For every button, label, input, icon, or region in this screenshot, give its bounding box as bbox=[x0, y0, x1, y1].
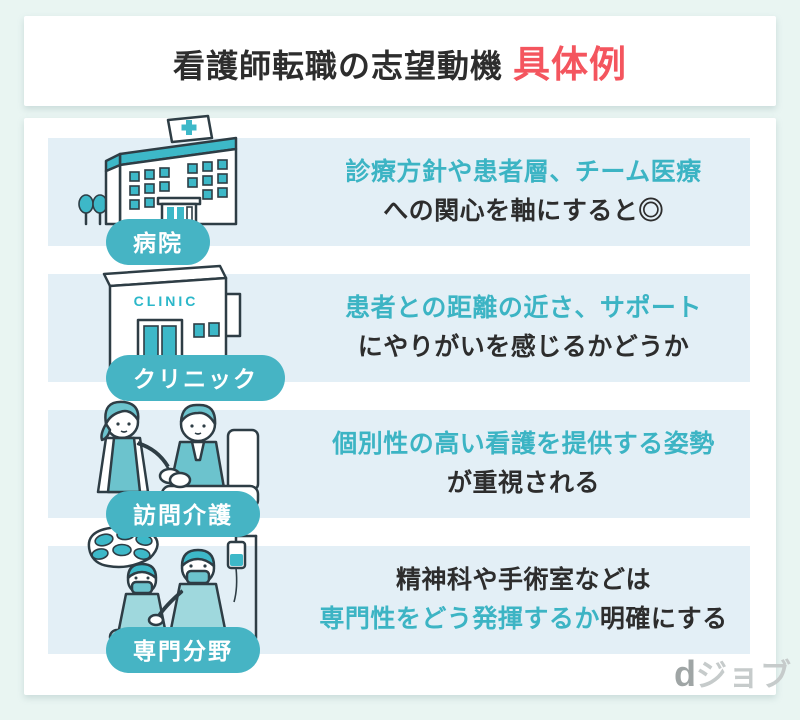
djob-logo: dジョブ bbox=[674, 650, 792, 695]
specialty-illustration-area: 専門分野 bbox=[48, 524, 303, 673]
clinic-line-1: 患者との距離の近さ、サポート bbox=[345, 294, 702, 322]
row-home-care: 訪問介護 個別性の高い看護を提供する姿勢 が重視される bbox=[48, 400, 750, 537]
home-care-line-2: が重視される bbox=[446, 469, 600, 497]
row-hospital: 病院 診療方針や患者層、チーム医療 への関心を軸にすると◎ bbox=[48, 114, 750, 265]
clinic-door-icon bbox=[130, 318, 190, 370]
hospital-line-2: への関心を軸にすると◎ bbox=[383, 197, 664, 225]
specialty-line-2: 専門性をどう発揮するか明確にする bbox=[319, 605, 728, 633]
building-side bbox=[104, 163, 122, 226]
clinic-sign-text: CLINIC bbox=[134, 293, 199, 309]
nurse-figure bbox=[96, 400, 170, 494]
home-care-line-1: 個別性の高い看護を提供する姿勢 bbox=[332, 430, 715, 458]
djob-logo-text: ジョブ bbox=[696, 658, 792, 693]
row-specialty: 専門分野 精神科や手術室などは 専門性をどう発揮するか明確にする bbox=[48, 524, 750, 673]
content-card: 病院 診療方針や患者層、チーム医療 への関心を軸にすると◎ CLINIC bbox=[24, 114, 776, 695]
badge-hospital: 病院 bbox=[106, 219, 210, 265]
roof-band-side bbox=[104, 152, 122, 173]
surgical-lamp-icon bbox=[87, 524, 159, 569]
clinic-storefront-icon: CLINIC bbox=[102, 264, 242, 372]
iv-drip-icon bbox=[226, 534, 258, 640]
windows-left bbox=[129, 167, 170, 210]
bed-backrest bbox=[226, 428, 260, 492]
holding-hands-icon bbox=[158, 467, 192, 489]
clinic-windows bbox=[193, 322, 220, 338]
surgeon-right-figure bbox=[147, 548, 228, 636]
rooftop-cross-icon bbox=[166, 114, 214, 144]
hospital-line-1: 診療方針や患者層、チーム医療 bbox=[345, 158, 702, 186]
hospital-description: 診療方針や患者層、チーム医療 への関心を軸にすると◎ bbox=[303, 138, 750, 246]
badge-specialty: 専門分野 bbox=[106, 627, 260, 673]
header-card: 看護師転職の志望動機具体例 bbox=[24, 16, 776, 106]
badge-clinic: クリニック bbox=[106, 355, 285, 401]
clinic-line-2: にやりがいを感じるかどうか bbox=[357, 333, 690, 361]
hospital-building-icon bbox=[78, 114, 238, 226]
hospital-illustration-area: 病院 bbox=[48, 114, 303, 265]
home-care-illustration-area: 訪問介護 bbox=[48, 400, 303, 537]
page-title: 看護師転職の志望動機具体例 bbox=[173, 34, 627, 88]
specialty-description: 精神科や手術室などは 専門性をどう発揮するか明確にする bbox=[303, 546, 750, 654]
clinic-description: 患者との距離の近さ、サポート にやりがいを感じるかどうか bbox=[303, 274, 750, 382]
home-care-description: 個別性の高い看護を提供する姿勢 が重視される bbox=[303, 410, 750, 518]
row-clinic: CLINIC クリニック 患者との bbox=[48, 264, 750, 401]
djob-logo-d: d bbox=[674, 653, 696, 694]
title-main-text: 看護師転職の志望動機 bbox=[172, 48, 503, 84]
badge-home-care: 訪問介護 bbox=[106, 491, 260, 537]
windows-right bbox=[187, 159, 228, 200]
clinic-illustration-area: CLINIC クリニック bbox=[48, 264, 303, 401]
specialty-line-1: 精神科や手術室などは bbox=[395, 566, 651, 594]
title-accent-text: 具体例 bbox=[513, 44, 627, 85]
